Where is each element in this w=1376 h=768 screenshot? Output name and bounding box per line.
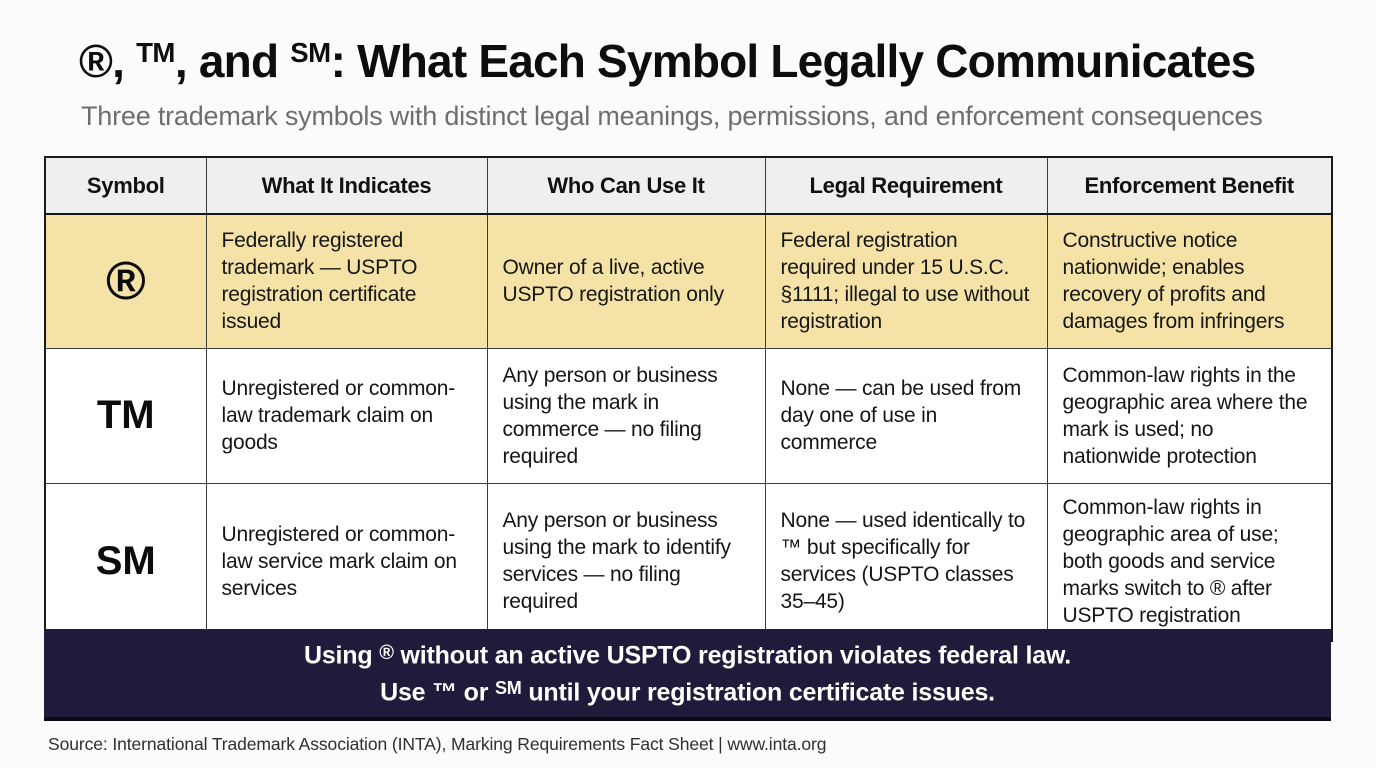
indicates-cell-registered: Federally registered trademark — USPTO r…: [205, 213, 488, 349]
page-title: ®, TM, and SM: What Each Symbol Legally …: [79, 34, 1257, 88]
banner-sm-symbol: SM: [495, 678, 522, 699]
column-header-what-it-indicates: What It Indicates: [205, 156, 488, 215]
trademark-symbols-table: Symbol What It Indicates Who Can Use It …: [44, 156, 1333, 642]
column-header-who-can-use-it: Who Can Use It: [486, 156, 766, 215]
enforcement-benefit-cell-registered: Constructive notice nationwide; enables …: [1046, 213, 1333, 349]
table-row-trademark: TM Unregistered or common-law trademark …: [44, 347, 1333, 484]
indicates-cell-tm: Unregistered or common-law trademark cla…: [205, 347, 488, 484]
legal-requirement-cell-tm: None — can be used from day one of use i…: [764, 347, 1048, 484]
banner-line1-prefix: Using: [303, 641, 380, 670]
banner-line-2: Use ™ or SM until your registration cert…: [380, 672, 995, 709]
column-header-enforcement-benefit: Enforcement Benefit: [1046, 156, 1333, 215]
who-can-use-cell-registered: Owner of a live, active USPTO registrati…: [486, 213, 766, 349]
title-separator-1: ,: [112, 35, 137, 87]
symbol-cell-tm: TM: [44, 347, 207, 484]
symbol-cell-sm: SM: [44, 482, 207, 641]
title-registered-symbol: ®: [79, 35, 113, 87]
who-can-use-cell-tm: Any person or business using the mark in…: [486, 347, 766, 484]
page-subtitle: Three trademark symbols with distinct le…: [81, 101, 1263, 131]
column-header-legal-requirement: Legal Requirement: [764, 156, 1048, 215]
title-sm-symbol: SM: [290, 36, 331, 68]
table-header-row: Symbol What It Indicates Who Can Use It …: [44, 156, 1333, 215]
banner-line2-prefix: Use ™ or: [380, 678, 495, 707]
indicates-cell-sm: Unregistered or common-law service mark …: [205, 482, 488, 641]
who-can-use-cell-sm: Any person or business using the mark to…: [486, 482, 766, 641]
title-text: : What Each Symbol Legally Communicates: [330, 35, 1257, 87]
banner-line1-suffix: without an active USPTO registration vio…: [393, 641, 1072, 670]
title-separator-2: , and: [174, 35, 291, 87]
table-row-service-mark: SM Unregistered or common-law service ma…: [44, 482, 1333, 641]
legal-requirement-cell-sm: None — used identically to ™ but specifi…: [764, 482, 1048, 641]
legal-requirement-cell-registered: Federal registration required under 15 U…: [764, 213, 1048, 349]
warning-banner: Using ® without an active USPTO registra…: [44, 629, 1331, 721]
title-tm-symbol: TM: [136, 36, 175, 68]
enforcement-benefit-cell-sm: Common-law rights in geographic area of …: [1046, 482, 1333, 641]
column-header-symbol: Symbol: [44, 156, 207, 215]
banner-line-1: Using ® without an active USPTO registra…: [304, 637, 1071, 672]
symbol-cell-registered: ®: [44, 213, 207, 349]
enforcement-benefit-cell-tm: Common-law rights in the geographic area…: [1046, 347, 1333, 484]
banner-line2-suffix: until your registration certificate issu…: [521, 678, 995, 707]
source-attribution: Source: International Trademark Associat…: [48, 734, 827, 754]
banner-registered-symbol: ®: [379, 641, 394, 664]
table-row-registered-trademark: ® Federally registered trademark — USPTO…: [44, 213, 1333, 349]
